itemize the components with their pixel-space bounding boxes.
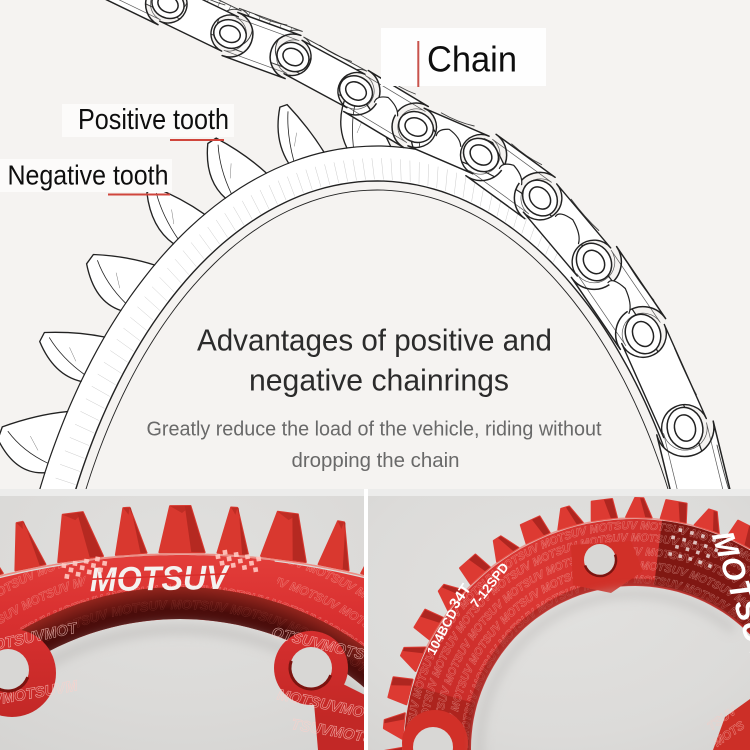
svg-text:Negative tooth: Negative tooth: [8, 159, 169, 190]
svg-text:Greatly reduce the load of the: Greatly reduce the load of the vehicle, …: [147, 418, 602, 440]
svg-text:negative chainrings: negative chainrings: [249, 364, 509, 398]
svg-text:Chain: Chain: [427, 39, 517, 80]
svg-text:dropping the chain: dropping the chain: [292, 450, 460, 472]
svg-text:Advantages of positive and: Advantages of positive and: [197, 324, 552, 358]
svg-text:Positive tooth: Positive tooth: [78, 104, 229, 136]
